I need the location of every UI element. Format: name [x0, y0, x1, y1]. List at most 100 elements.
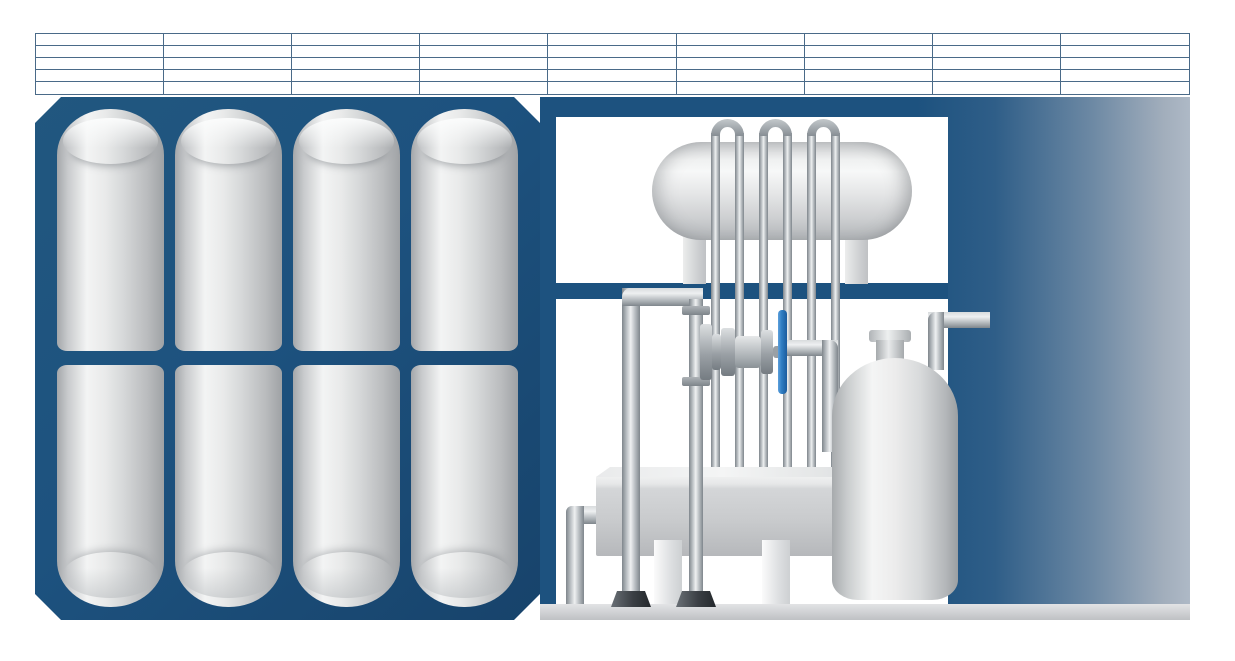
gas-cylinder — [57, 365, 164, 607]
coil-pipe — [735, 133, 744, 519]
table-cell — [1060, 46, 1189, 58]
coil-u-bend — [807, 119, 840, 136]
coil-pipe — [759, 133, 768, 519]
table-cell — [292, 70, 421, 82]
table-cell — [805, 82, 933, 94]
table-cell — [36, 46, 165, 58]
cylinder-dome-cap — [299, 552, 393, 598]
table-cell — [164, 70, 293, 82]
coil-u-bend — [711, 119, 744, 136]
machinery-section — [540, 97, 1190, 620]
table-cell — [804, 70, 933, 82]
table-cell — [676, 70, 805, 82]
coil-pipe — [711, 133, 720, 519]
gas-cylinder — [293, 109, 400, 351]
table-cell — [164, 58, 293, 70]
table-cell — [932, 34, 1061, 46]
cylinder-dome-cap — [181, 118, 275, 164]
table-cell — [420, 46, 549, 58]
floor-strip — [540, 604, 1190, 620]
u-bend-gap — [816, 127, 831, 136]
table-cell — [420, 58, 549, 70]
table-cell — [548, 46, 677, 58]
cylinder-rack — [35, 97, 540, 620]
table-cell — [164, 34, 293, 46]
table-cell — [548, 58, 677, 70]
table-cell — [164, 82, 293, 94]
table-cell — [292, 34, 421, 46]
cylinder-dome-cap — [417, 118, 511, 164]
buffer-tank-neck — [876, 340, 904, 362]
cylinder-dome-cap — [299, 118, 393, 164]
gas-cylinder — [411, 109, 518, 351]
cylinder-dome-cap — [63, 118, 157, 164]
table-cell — [932, 46, 1061, 58]
coil-pipe — [783, 133, 792, 519]
table-cell — [548, 34, 677, 46]
riser-pipe-run — [622, 288, 703, 306]
receiver-tank-leg — [683, 235, 706, 284]
pipe-flange — [682, 377, 710, 386]
pump-coupling-disc — [721, 328, 735, 376]
table-cell — [548, 82, 677, 94]
cylinder-dome-cap — [63, 552, 157, 598]
gas-cylinder — [175, 365, 282, 607]
table-cell — [677, 82, 805, 94]
receiver-tank — [652, 142, 912, 240]
support-pedestal — [654, 540, 682, 604]
table-cell — [292, 82, 421, 94]
table-cell — [676, 46, 805, 58]
table-cell — [1060, 58, 1189, 70]
table-cell — [420, 34, 549, 46]
coil-pipe — [831, 133, 840, 519]
table-cell — [420, 82, 549, 94]
gas-cylinder — [293, 365, 400, 607]
u-bend-gap — [768, 127, 783, 136]
table-cell — [804, 34, 933, 46]
table-cell — [1060, 70, 1189, 82]
drain-pipe-elbow — [566, 506, 584, 604]
table-cell — [676, 34, 805, 46]
table-cell — [420, 70, 549, 82]
table-cell — [933, 82, 1061, 94]
gas-cylinder — [411, 365, 518, 607]
table-cell — [36, 34, 165, 46]
inlet-pipe-elbow — [928, 312, 944, 370]
table-cell — [36, 70, 165, 82]
table-cell — [292, 46, 421, 58]
table-cell — [1061, 82, 1189, 94]
gas-cylinder — [57, 109, 164, 351]
coil-u-bend — [759, 119, 792, 136]
pipe-flange — [682, 306, 710, 315]
table-cell — [804, 58, 933, 70]
table-cell — [932, 58, 1061, 70]
pump-coupling-disc — [761, 330, 773, 374]
receiver-tank-leg — [845, 235, 868, 284]
table-cell — [292, 58, 421, 70]
cooling-coil — [540, 97, 1190, 620]
support-pedestal — [762, 540, 790, 604]
cylinder-dome-cap — [181, 552, 275, 598]
table-cell — [36, 58, 165, 70]
pump-drop-pipe — [689, 299, 703, 604]
riser-pipe — [622, 288, 640, 604]
u-bend-gap — [720, 127, 735, 136]
buffer-tank — [832, 358, 958, 600]
pipe-foot — [611, 591, 651, 607]
table-cell — [548, 70, 677, 82]
pump-hub — [735, 336, 761, 368]
pump-coupling-spacer — [712, 334, 721, 370]
valve-handle — [778, 310, 787, 394]
buffer-tank-cap — [869, 330, 911, 342]
table-cell — [164, 46, 293, 58]
cylinder-dome-cap — [417, 552, 511, 598]
gas-cylinder — [175, 109, 282, 351]
table-cell — [676, 58, 805, 70]
table-cell — [36, 82, 165, 94]
table-cell — [1060, 34, 1189, 46]
coil-pipe — [807, 133, 816, 519]
table-cell — [932, 70, 1061, 82]
pipe-foot — [676, 591, 716, 607]
pump-coupling-disc — [700, 324, 712, 380]
